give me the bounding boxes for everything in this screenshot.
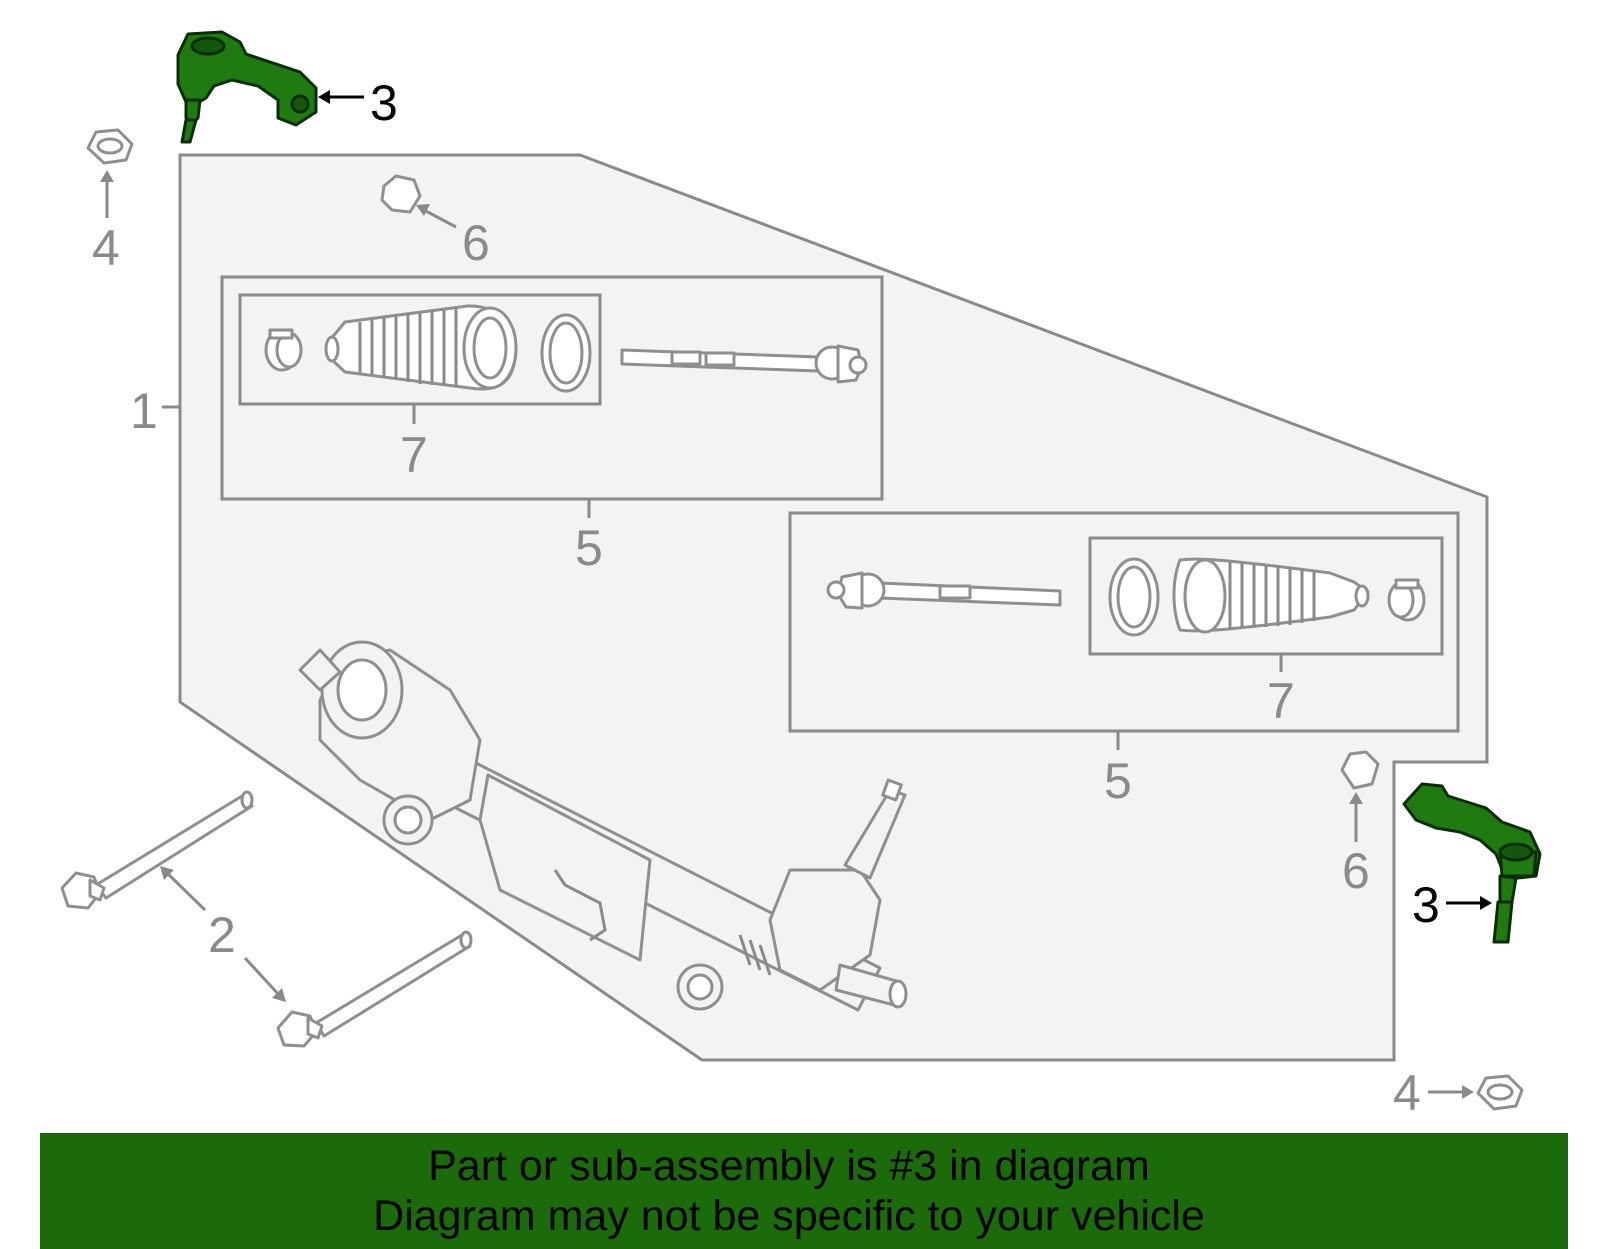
inner-tie-rod-icon-lower <box>826 571 1062 610</box>
callout-1: 1 <box>130 383 158 439</box>
clamp-icon-lower <box>1387 578 1426 622</box>
callout-7-lower: 7 <box>1267 673 1295 729</box>
banner-line-1: Part or sub-assembly is #3 in diagram <box>428 1142 1150 1190</box>
callout-6-lower: 6 <box>1342 843 1370 899</box>
ring-clamp-icon-lower <box>1108 557 1160 637</box>
nut-icon-right <box>1476 1074 1524 1111</box>
steering-rack-icon <box>298 640 908 1012</box>
lock-nut-icon <box>380 174 422 214</box>
callout-6-upper: 6 <box>462 215 490 271</box>
callout-5-upper: 5 <box>575 520 603 576</box>
callout-7-upper: 7 <box>400 427 428 483</box>
callout-4-left: 4 <box>92 220 120 276</box>
inner-tie-rod-icon <box>620 344 868 384</box>
leader-lines <box>100 90 1492 1099</box>
callout-4-right: 4 <box>1393 1065 1421 1121</box>
callout-2: 2 <box>208 907 236 963</box>
bolt-icon <box>60 790 254 910</box>
ring-clamp-icon <box>540 313 592 393</box>
clamp-icon <box>264 328 303 372</box>
boot-icon-lower <box>1172 557 1370 634</box>
callout-3-right: 3 <box>1412 877 1440 933</box>
lock-nut-icon-lower <box>1340 750 1380 790</box>
boot-icon <box>324 304 518 391</box>
callout-3-top: 3 <box>370 75 398 131</box>
info-banner: Part or sub-assembly is #3 in diagram Di… <box>40 1133 1568 1249</box>
tie-rod-end-icon-right <box>1402 782 1542 944</box>
tie-rod-end-icon <box>176 30 318 144</box>
callout-5-lower: 5 <box>1104 753 1132 809</box>
nut-icon <box>86 128 134 165</box>
banner-line-2: Diagram may not be specific to your vehi… <box>373 1192 1205 1240</box>
bolt-icon-2 <box>276 930 473 1048</box>
